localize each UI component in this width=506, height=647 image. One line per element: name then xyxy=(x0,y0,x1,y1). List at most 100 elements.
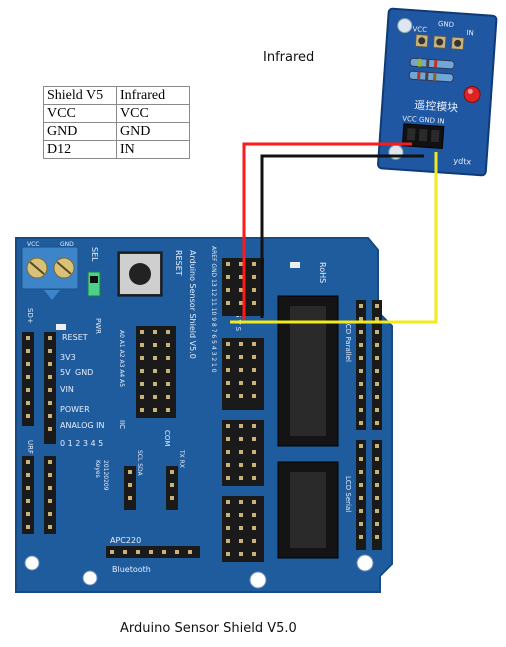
header-pin xyxy=(239,288,243,292)
header-pin xyxy=(166,330,170,334)
header-pin xyxy=(375,496,379,500)
left-power-header xyxy=(22,332,56,534)
header-pin xyxy=(375,356,379,360)
header-pin xyxy=(239,437,243,441)
mounting-hole xyxy=(249,571,267,589)
header-pin xyxy=(359,395,363,399)
header-pin xyxy=(48,460,52,464)
signal-wire xyxy=(230,152,438,324)
led-indicator-icon xyxy=(290,262,300,268)
header-pin xyxy=(110,550,114,554)
header-pin xyxy=(252,368,256,372)
header-pin xyxy=(359,483,363,487)
header-pin xyxy=(153,343,157,347)
terminal-label-gnd: GND xyxy=(60,241,74,248)
header-pin xyxy=(26,499,30,503)
header-pin xyxy=(375,382,379,386)
header-pin xyxy=(153,408,157,412)
ir-top-pins xyxy=(414,33,465,51)
header-pin xyxy=(375,395,379,399)
header-pin xyxy=(26,375,30,379)
header-pin xyxy=(226,381,230,385)
header-pin xyxy=(359,509,363,513)
header-pin xyxy=(252,288,256,292)
gnd-wire xyxy=(260,154,424,318)
lcd-serial-label: LCD Serial xyxy=(344,476,352,512)
table-row: GND GND xyxy=(43,122,190,141)
header-pin xyxy=(239,262,243,266)
reset-button[interactable] xyxy=(117,251,163,297)
header-pin xyxy=(375,421,379,425)
analog-nums-label: 0 1 2 3 4 5 xyxy=(60,439,103,448)
header-pin xyxy=(140,395,144,399)
header-pin xyxy=(375,457,379,461)
header-pin xyxy=(26,336,30,340)
lcd-parallel-label: LCD Parallel xyxy=(344,320,352,362)
header-pin xyxy=(26,401,30,405)
header-pin xyxy=(252,539,256,543)
header-pin xyxy=(26,473,30,477)
header-pin xyxy=(26,388,30,392)
txrx-label: TX RX xyxy=(178,449,185,468)
urf-label: URF 01+ xyxy=(26,440,34,471)
table-header-shield: Shield V5 xyxy=(43,86,117,105)
header-pin xyxy=(252,513,256,517)
bluetooth-label: Bluetooth xyxy=(112,565,151,574)
header-pin xyxy=(359,304,363,308)
header-pin xyxy=(239,424,243,428)
rohs-label: RoHS xyxy=(318,262,327,283)
table-cell: GND xyxy=(116,122,190,141)
header-pin xyxy=(252,355,256,359)
lcd-parallel-connector xyxy=(277,295,339,447)
header-pin xyxy=(48,336,52,340)
resistors xyxy=(408,57,455,83)
header-pin xyxy=(239,526,243,530)
header-pin xyxy=(252,394,256,398)
header-pin xyxy=(48,349,52,353)
header-pin xyxy=(226,476,230,480)
digital-top-label: AREF GND 13 12 11 10 9 8 7 6 5 4 3 2 1 0 xyxy=(210,246,217,373)
sel-jumper[interactable] xyxy=(87,271,101,297)
header-pin xyxy=(153,356,157,360)
header-pin xyxy=(166,395,170,399)
header-pin xyxy=(359,535,363,539)
header-pin xyxy=(26,486,30,490)
header-pin xyxy=(226,539,230,543)
header-pin xyxy=(239,381,243,385)
header-pin xyxy=(149,550,153,554)
header-pin xyxy=(239,500,243,504)
header-pin xyxy=(226,500,230,504)
header-pin xyxy=(48,375,52,379)
header-pin xyxy=(375,522,379,526)
mounting-hole xyxy=(82,570,98,586)
power-label: POWER xyxy=(60,405,90,414)
infrared-caption: Infrared xyxy=(263,50,315,65)
header-pin xyxy=(239,355,243,359)
header-pin xyxy=(239,513,243,517)
header-pin xyxy=(359,496,363,500)
vcc-wire xyxy=(242,142,412,320)
header-pin xyxy=(26,349,30,353)
header-pin xyxy=(239,476,243,480)
header-pin xyxy=(252,342,256,346)
table-row: D12 IN xyxy=(43,140,190,159)
sensor-shield-board: VCC GND SEL RESET Arduino Sensor Shield … xyxy=(15,237,393,593)
mounting-hole xyxy=(388,144,404,160)
board-caption: Arduino Sensor Shield V5.0 xyxy=(120,621,297,636)
header-pin xyxy=(26,414,30,418)
header-pin xyxy=(226,368,230,372)
ir-label-in: IN xyxy=(466,29,474,37)
header-pin xyxy=(375,444,379,448)
header-pin xyxy=(359,356,363,360)
terminal-label-vcc: VCC xyxy=(27,241,39,248)
led-indicator-icon xyxy=(463,85,481,103)
ir-label-gnd: GND xyxy=(438,20,455,29)
date-label: 20120209 xyxy=(102,460,109,491)
reset-block-label: RESET xyxy=(62,333,88,342)
apc220-label: APC220 xyxy=(110,536,141,545)
header-pin xyxy=(375,408,379,412)
header-pin xyxy=(140,408,144,412)
com-label: COM xyxy=(163,430,171,446)
analog-pins-label: A0 A1 A2 A3 A4 A5 xyxy=(118,330,125,387)
header-pin xyxy=(239,463,243,467)
